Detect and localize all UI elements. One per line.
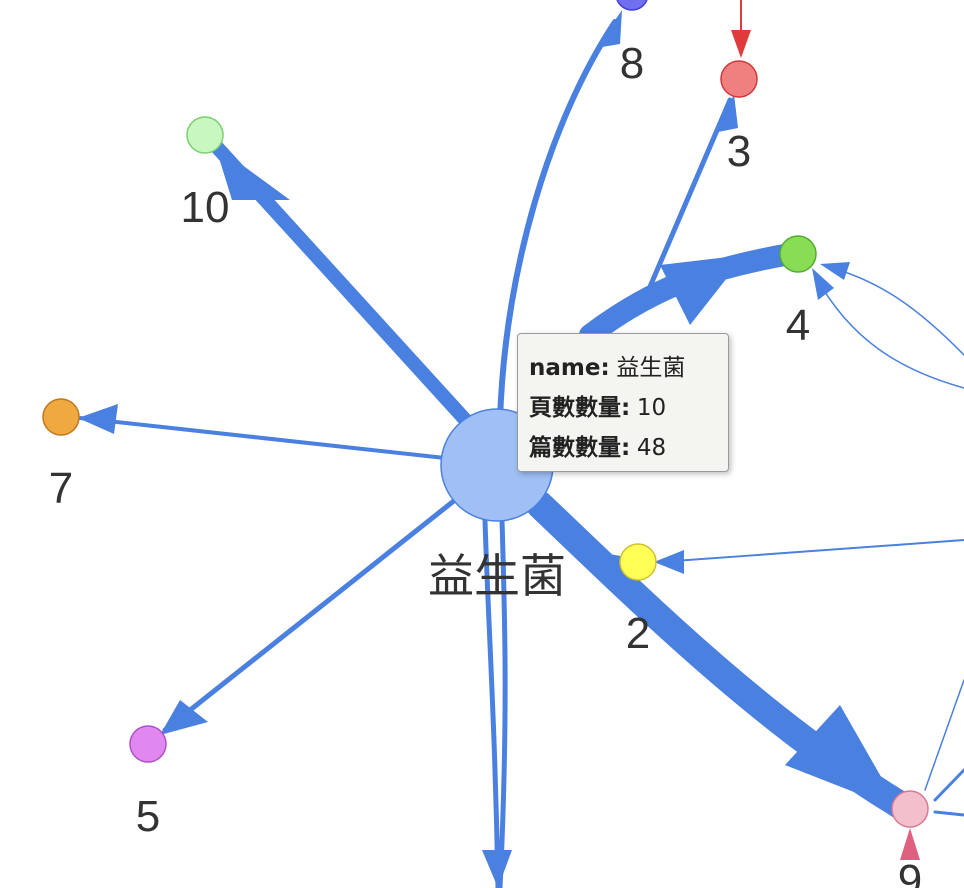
edge-to-8[interactable] (497, 19, 618, 423)
edge-down-1[interactable] (482, 517, 501, 888)
edge-right-to-9-b[interactable] (933, 768, 964, 802)
node-10-label: 10 (181, 183, 230, 232)
node-4-label: 4 (786, 301, 810, 350)
edge-arrow-4 (660, 255, 745, 325)
node-4[interactable] (779, 235, 817, 273)
edge-right-to-9-a[interactable] (924, 679, 964, 791)
node-labels: 8 3 4 10 7 2 5 9 益生菌 (49, 39, 922, 888)
node-2[interactable] (619, 543, 657, 581)
tooltip-name-key: name: (529, 355, 610, 381)
node-2-label: 2 (626, 609, 650, 658)
edge-arrow-right-4b (812, 268, 834, 300)
edge-arrow-red-3 (731, 30, 751, 58)
node-7[interactable] (42, 398, 80, 436)
node-10[interactable] (186, 116, 224, 154)
node-center-label: 益生菌 (428, 550, 566, 602)
node-3-label: 3 (727, 127, 751, 176)
tooltip-articles-value: 48 (636, 435, 667, 461)
edge-arrow-down (482, 850, 512, 888)
edge-arrow-10 (215, 145, 290, 200)
node-5[interactable] (129, 725, 167, 763)
edge-arrow-right-4a (820, 262, 850, 280)
edge-right-to-2[interactable] (659, 539, 964, 563)
edges (78, 10, 964, 888)
tooltip-pages-value: 10 (636, 395, 667, 421)
tooltip-row-pages: 頁數數量: 10 (529, 388, 718, 428)
edge-right-to-4-a[interactable] (824, 265, 964, 356)
edge-arrow-3 (718, 94, 738, 132)
edge-to-3[interactable] (637, 97, 733, 313)
edge-arrow-5 (160, 700, 208, 735)
edge-right-to-4-b[interactable] (814, 274, 964, 389)
nodes (42, 0, 929, 828)
node-5-label: 5 (136, 792, 160, 841)
edge-arrow-right-2 (654, 550, 684, 574)
node-9[interactable] (891, 790, 929, 828)
edge-to-5[interactable] (162, 497, 458, 733)
tooltip-row-name: name: 益生菌 (529, 348, 718, 388)
edge-arrow-pink-9 (900, 828, 920, 860)
node-3[interactable] (720, 60, 758, 98)
tooltip-pages-key: 頁數數量: (529, 395, 631, 421)
edge-arrow-9 (785, 705, 900, 810)
edge-right-to-9-c[interactable] (933, 810, 964, 817)
edge-arrow-7 (78, 404, 118, 434)
node-8-label: 8 (620, 39, 644, 88)
tooltip-articles-key: 篇數數量: (529, 435, 631, 461)
edge-down-2[interactable] (497, 517, 508, 888)
edge-to-7[interactable] (78, 416, 447, 460)
node-9-label: 9 (898, 856, 922, 888)
tooltip-name-value: 益生菌 (616, 355, 686, 381)
node-8[interactable] (616, 0, 648, 11)
tooltip-row-articles: 篇數數量: 48 (529, 428, 718, 468)
node-7-label: 7 (49, 464, 73, 513)
node-tooltip: name: 益生菌 頁數數量: 10 篇數數量: 48 (517, 333, 729, 472)
edge-arrow-8 (596, 10, 622, 48)
